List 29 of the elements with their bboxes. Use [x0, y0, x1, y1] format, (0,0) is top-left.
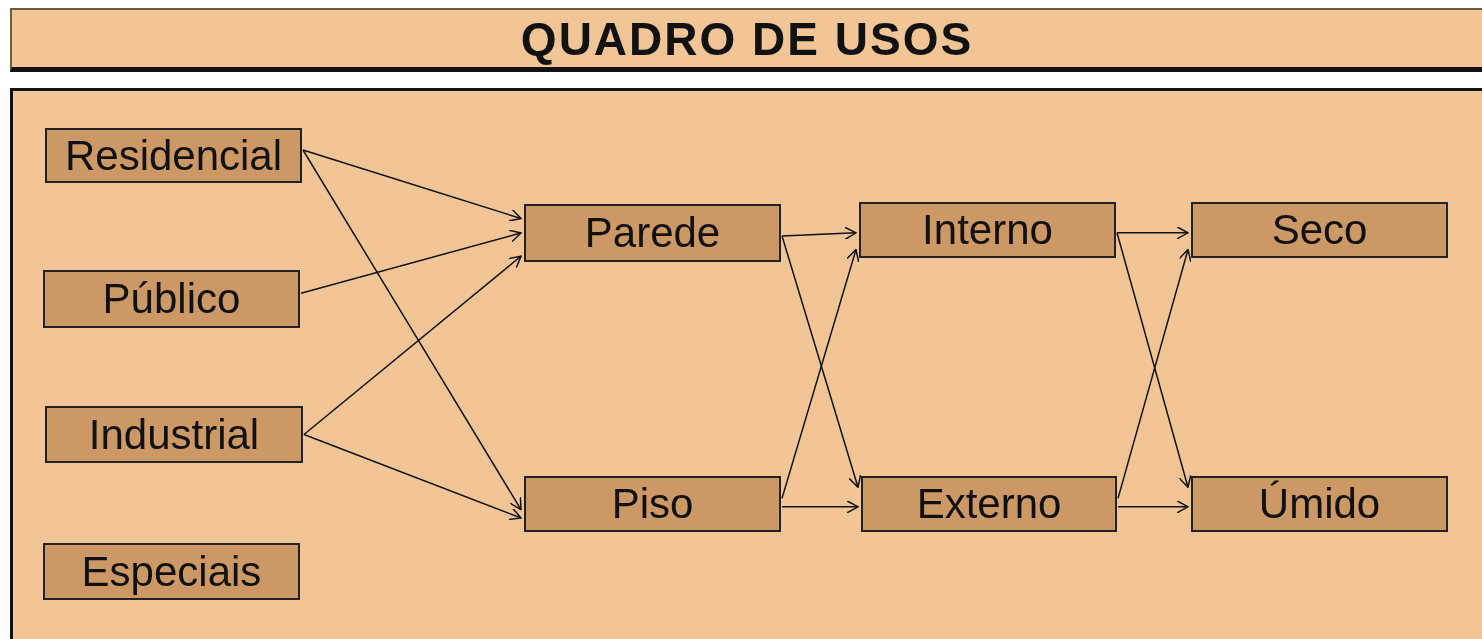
arrow: [1116, 226, 1189, 240]
box-label: Parede: [584, 212, 721, 254]
title: QUADRO DE USOS: [520, 11, 974, 66]
category-box: [524, 204, 781, 262]
category-box: [861, 476, 1117, 532]
arrow: [302, 149, 522, 222]
category-box: [45, 128, 302, 183]
category-box: [1191, 202, 1448, 258]
box-label: Industrial: [88, 413, 260, 456]
box-label: Interno: [922, 209, 1053, 251]
category-box: [1191, 476, 1448, 532]
box-label: Externo: [916, 483, 1062, 525]
category-box: [43, 543, 300, 600]
box-label: Especiais: [81, 550, 262, 593]
arrow: [1117, 500, 1189, 514]
arrow: [781, 226, 857, 240]
arrow: [300, 229, 522, 294]
arrow: [781, 500, 859, 514]
arrow: [303, 433, 522, 521]
box-label: Piso: [611, 483, 694, 525]
arrow: [302, 149, 522, 511]
category-box: [859, 202, 1116, 258]
box-label: Público: [102, 278, 241, 320]
category-box: [45, 406, 303, 463]
box-label: Residencial: [64, 134, 283, 177]
category-box: [524, 476, 781, 532]
box-label: Seco: [1271, 209, 1368, 251]
arrow: [303, 255, 522, 436]
category-box: [43, 270, 300, 328]
